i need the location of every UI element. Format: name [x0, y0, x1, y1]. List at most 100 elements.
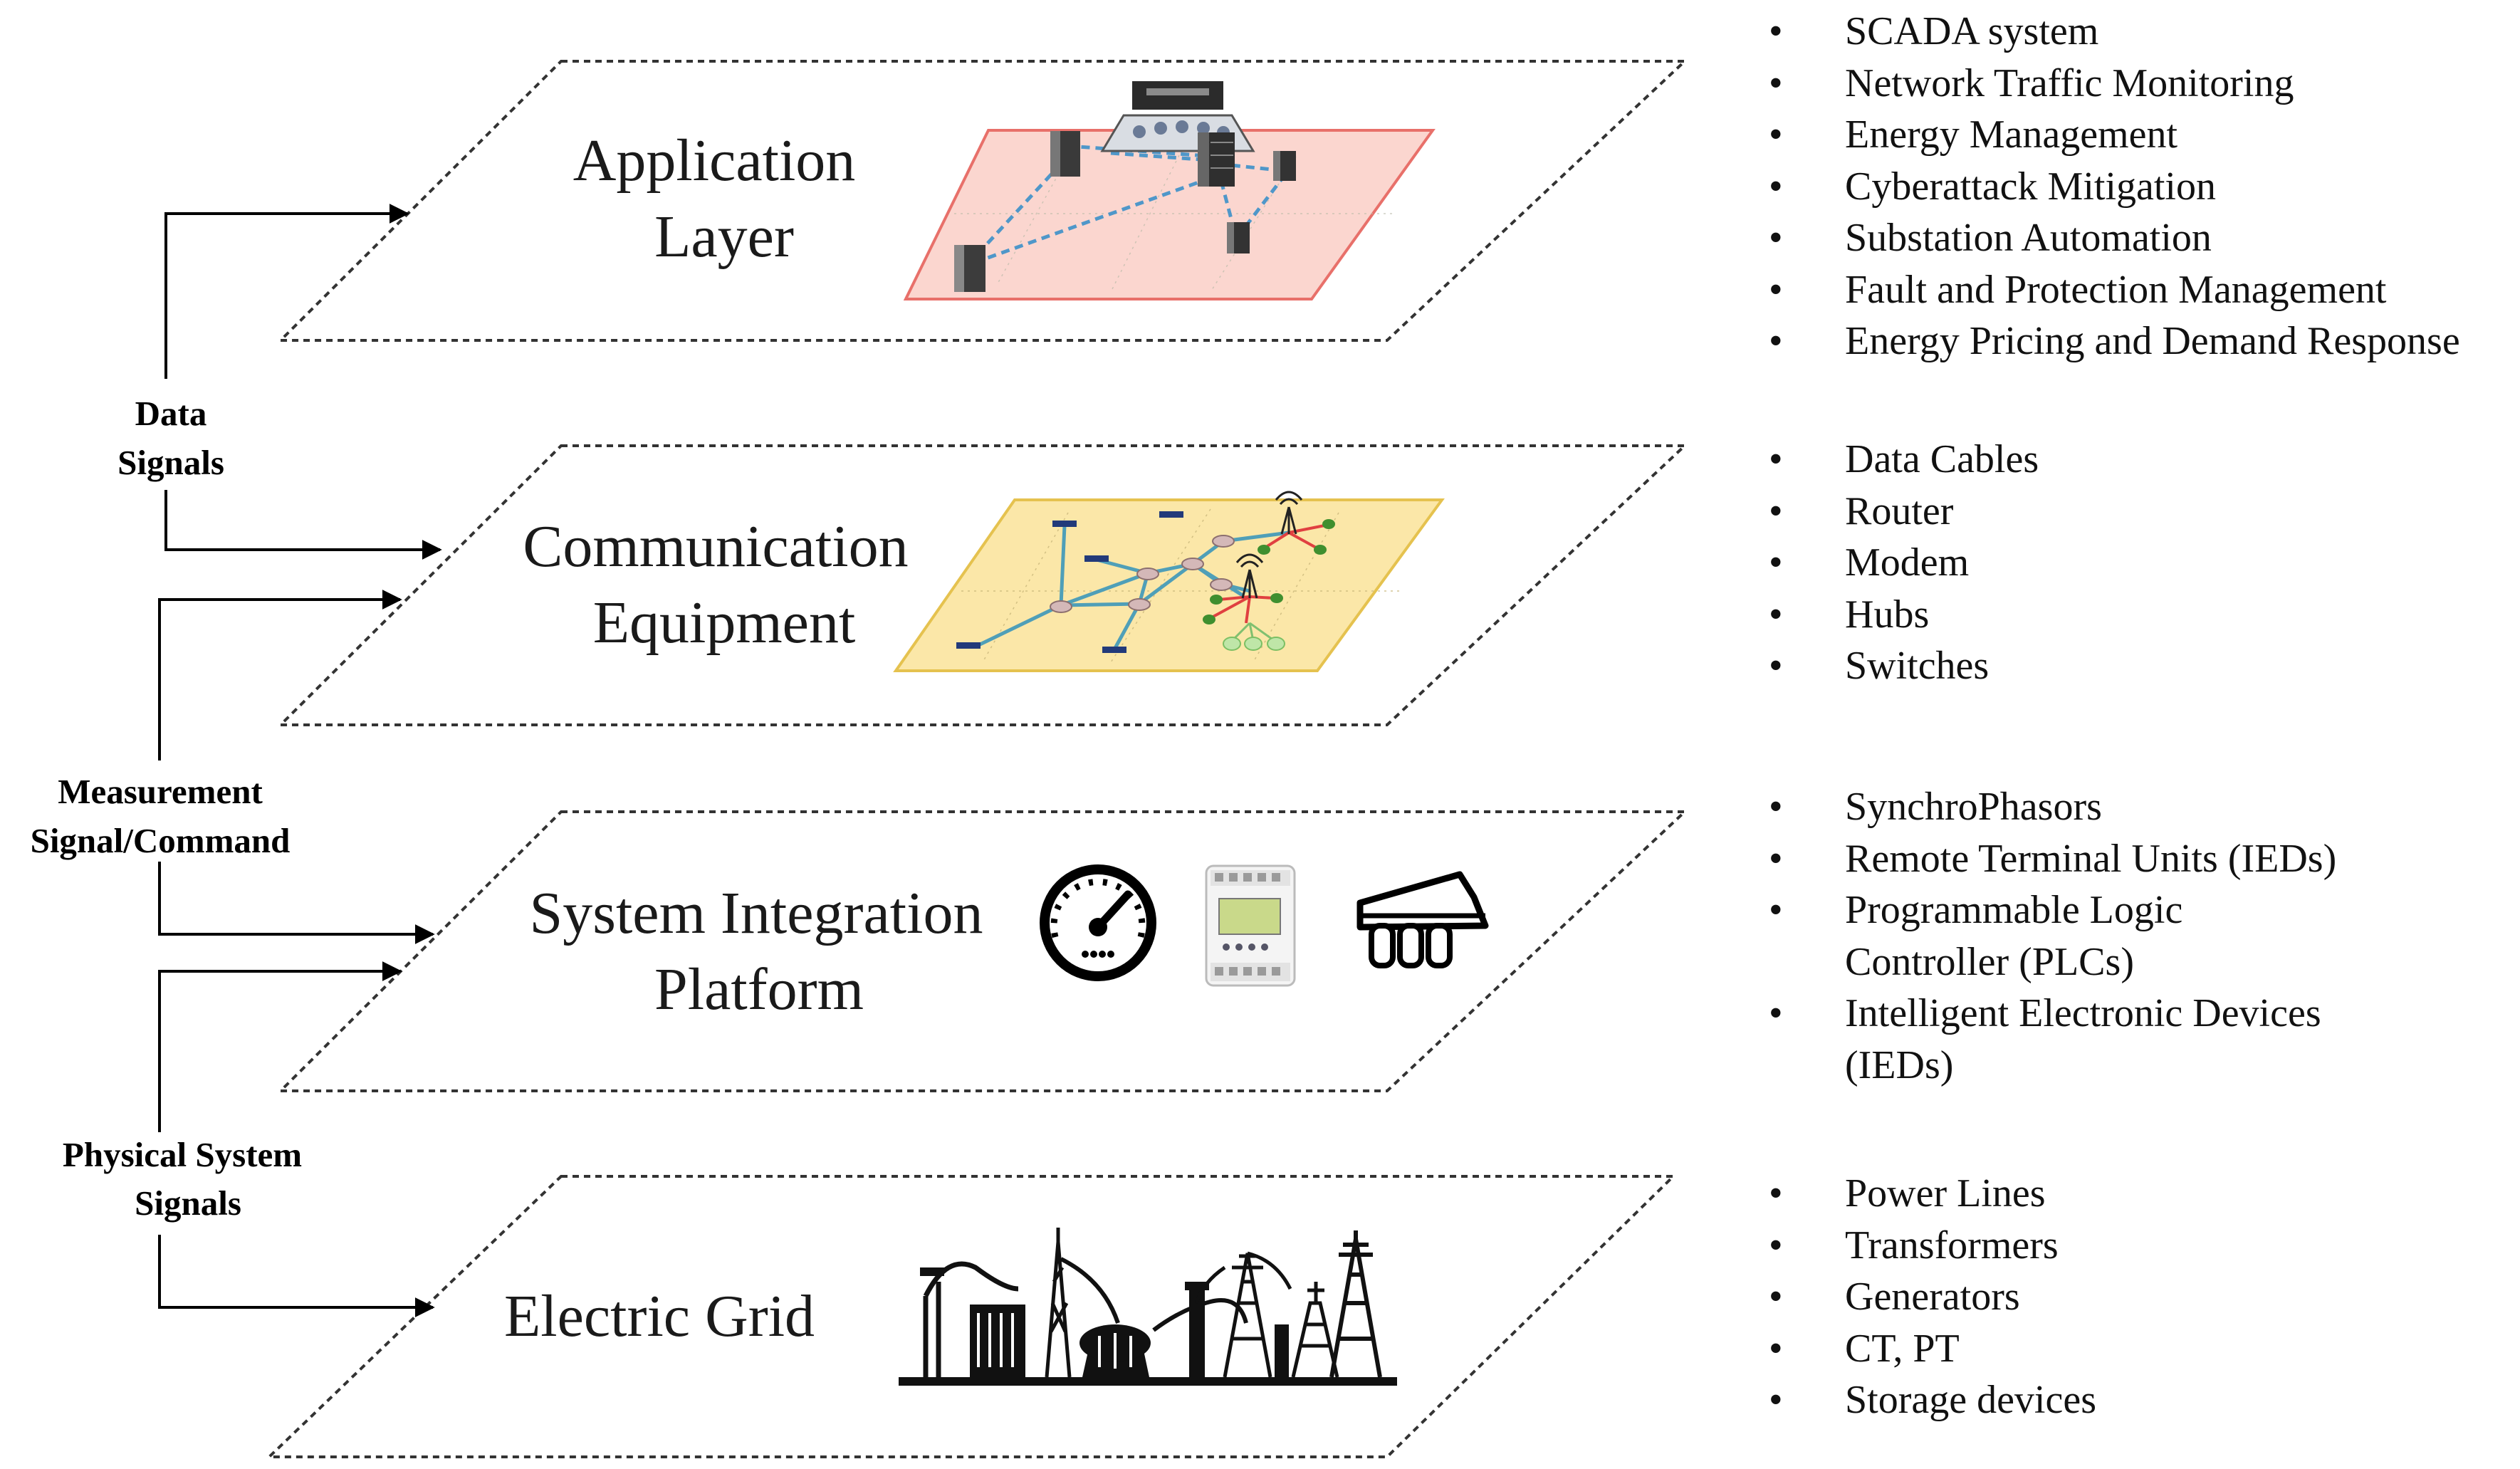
- grid-list-item: • Storage devices: [1769, 1374, 2096, 1426]
- physical-signals-arrows: [158, 961, 435, 1317]
- application-components-list: • SCADA system • Network Traffic Monitoring…: [1769, 6, 2460, 367]
- bullet-icon: •: [1769, 592, 1783, 637]
- grid-list-item: • Transformers: [1769, 1220, 2096, 1272]
- integration-layer-title-line1: System Integration: [530, 880, 983, 946]
- bullet-icon: •: [1769, 437, 1783, 481]
- communication-list-item: • Switches: [1769, 640, 2039, 692]
- network-topology-icon: [893, 491, 1445, 672]
- server-network-icon: [903, 81, 1436, 300]
- wireless-tower-1: [1275, 491, 1303, 535]
- grid-item-text: CT, PT: [1845, 1326, 1960, 1371]
- communication-item-text: Data Cables: [1845, 437, 2039, 481]
- bullet-icon: •: [1769, 61, 1783, 105]
- integration-components-list: • SynchroPhasors • Remote Terminal Units (I…: [1769, 781, 2336, 1091]
- server-rack-main: [1198, 132, 1235, 187]
- bullet-icon: •: [1769, 488, 1783, 533]
- bullet-icon: •: [1769, 267, 1783, 312]
- measurement-signals-arrows: [158, 590, 435, 944]
- application-item-text: Substation Automation: [1845, 216, 2212, 260]
- grid-list-item: • CT, PT: [1769, 1323, 2096, 1375]
- grid-list-item: • Power Lines: [1769, 1168, 2096, 1220]
- application-item-text: Energy Pricing and Demand Response: [1845, 319, 2460, 363]
- layer-plane-grid: [266, 1175, 1677, 1458]
- grid-list-item: •Generators: [1769, 1271, 2096, 1323]
- grid-item-text: Power Lines: [1845, 1171, 2046, 1216]
- bullet-icon: •: [1769, 644, 1783, 688]
- bullet-icon: •: [1769, 113, 1783, 157]
- bullet-icon: •: [1769, 991, 1783, 1035]
- application-list-item: • SCADA system: [1769, 6, 2460, 58]
- grid-components-list: •Power Lines•Transformers•Generators•CT,…: [1769, 1168, 2096, 1426]
- integration-item-text: Intelligent Electronic Devices: [1845, 991, 2321, 1035]
- integration-list-item: • SynchroPhasors: [1769, 781, 2336, 833]
- application-list-item: • Energy Management: [1769, 109, 2460, 161]
- integration-list-item: (IEDs): [1769, 1040, 2336, 1092]
- data-signals-label-line2: Signals: [117, 443, 224, 482]
- bullet-icon: •: [1769, 836, 1783, 881]
- bullet-icon: •: [1769, 785, 1783, 829]
- integration-item-text: SynchroPhasors: [1845, 785, 2102, 829]
- application-item-text: SCADA system: [1845, 9, 2099, 53]
- bullet-icon: •: [1769, 1171, 1783, 1216]
- bullet-icon: •: [1769, 888, 1783, 932]
- integration-item-text: Remote Terminal Units (IEDs): [1845, 836, 2337, 881]
- integration-list-item: • Programmable Logic: [1769, 884, 2336, 936]
- physical-signals-label-line2: Signals: [135, 1183, 241, 1223]
- measurement-signal-label-line1: Measurement: [58, 772, 263, 811]
- bullet-icon: •: [1769, 1223, 1783, 1267]
- communication-item-text: Switches: [1845, 644, 1990, 688]
- communication-list-item: • Modem: [1769, 537, 2039, 589]
- communication-layer-title-line2: Equipment: [593, 590, 856, 656]
- communication-item-text: Router: [1845, 488, 1954, 533]
- application-item-text: Fault and Protection Management: [1845, 267, 2387, 312]
- application-list-item: • Energy Pricing and Demand Response: [1769, 315, 2460, 367]
- application-layer-title-line2: Layer: [654, 204, 794, 270]
- bullet-icon: •: [1769, 319, 1783, 363]
- physical-signals-label-line1: Physical System: [63, 1135, 302, 1174]
- application-item-text: Cyberattack Mitigation: [1845, 164, 2216, 209]
- integration-item-text: Programmable Logic: [1845, 888, 2183, 932]
- layer-plane-communication: [277, 444, 1689, 726]
- integration-item-text: Controller (PLCs): [1845, 939, 2134, 984]
- grid-item-text: Generators: [1845, 1275, 2020, 1319]
- wireless-tower-2: [1235, 553, 1264, 599]
- intelligent-device-icon: [1356, 871, 1489, 968]
- application-layer-title-line1: Application: [573, 127, 856, 194]
- bullet-icon: •: [1769, 9, 1783, 53]
- integration-item-text: (IEDs): [1845, 1042, 1954, 1087]
- grid-layer-title: Electric Grid: [504, 1283, 815, 1349]
- application-list-item: •Substation Automation: [1769, 212, 2460, 264]
- communication-layer-title-line1: Communication: [523, 513, 908, 580]
- integration-layer-title-line2: Platform: [654, 956, 864, 1023]
- communication-list-item: • Router: [1769, 486, 2039, 538]
- server-tower-4: [954, 245, 985, 292]
- server-tower-3: [1227, 222, 1250, 253]
- integration-list-item: • Remote Terminal Units (IEDs): [1769, 833, 2336, 885]
- data-signals-arrows: [164, 204, 442, 560]
- bullet-icon: •: [1769, 1326, 1783, 1371]
- substation-icon: [899, 1228, 1397, 1386]
- measurement-signal-label-line2: Signal/Command: [31, 821, 291, 860]
- grid-item-text: Transformers: [1845, 1223, 2059, 1267]
- integration-list-item: Controller (PLCs): [1769, 936, 2336, 988]
- plc-controller-icon: [1205, 864, 1296, 987]
- application-item-text: Energy Management: [1845, 113, 2178, 157]
- bullet-icon: •: [1769, 1378, 1783, 1422]
- application-item-text: Network Traffic Monitoring: [1845, 61, 2294, 105]
- communication-item-text: Hubs: [1845, 592, 1930, 637]
- bullet-icon: •: [1769, 164, 1783, 209]
- application-list-item: • Fault and Protection Management: [1769, 264, 2460, 316]
- integration-list-item: • Intelligent Electronic Devices: [1769, 988, 2336, 1040]
- data-signals-label-line1: Data: [135, 394, 207, 433]
- layer-plane-integration: [277, 810, 1689, 1092]
- communication-item-text: Modem: [1845, 540, 1970, 585]
- grid-item-text: Storage devices: [1845, 1378, 2096, 1422]
- application-list-item: • Cyberattack Mitigation: [1769, 161, 2460, 213]
- communication-list-item: • Hubs: [1769, 589, 2039, 641]
- server-tower-2: [1273, 151, 1296, 181]
- bullet-icon: •: [1769, 540, 1783, 585]
- layer-plane-application: [277, 60, 1689, 342]
- application-list-item: • Network Traffic Monitoring: [1769, 58, 2460, 110]
